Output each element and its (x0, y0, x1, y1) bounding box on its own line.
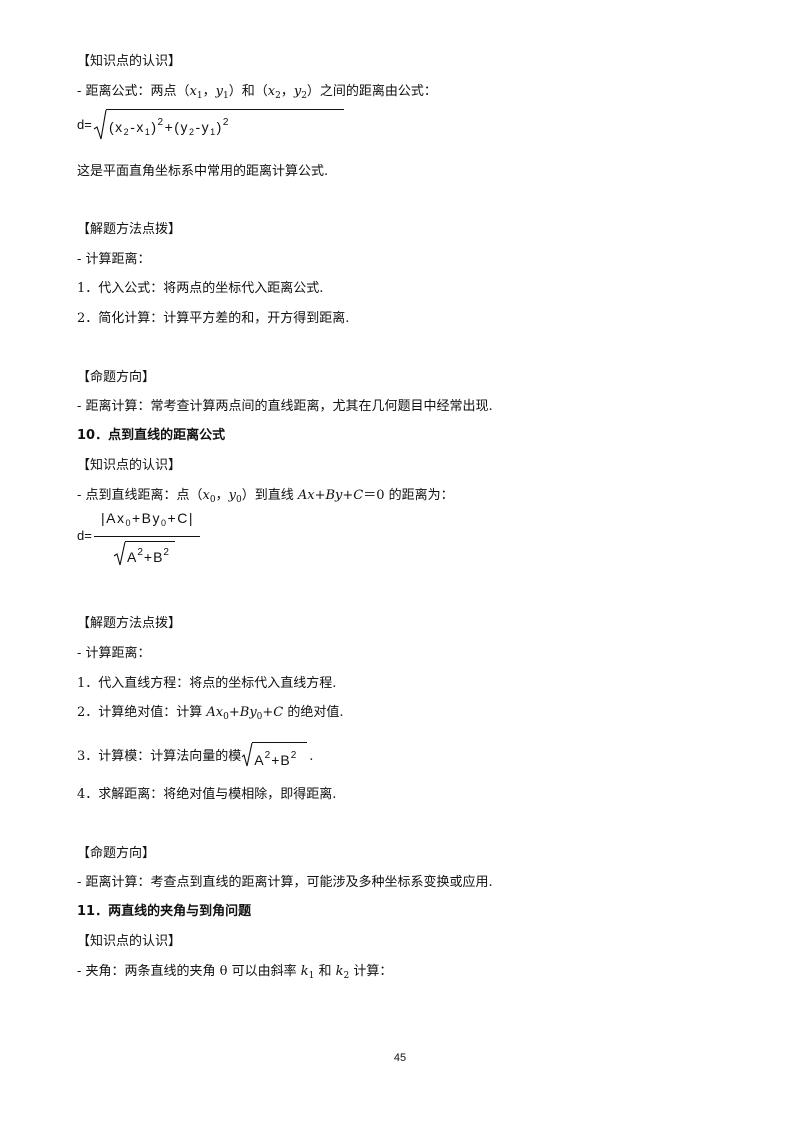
point-line-distance-intro: - 点到直线距离：点（x0，y0）到直线 Ax+By+C＝0 的距离为： (77, 488, 454, 505)
heading-method-10: 【解题方法点拨】 (77, 616, 182, 631)
distance-formula: d= (x2-x1)2+(y2-y1)2 (77, 107, 344, 141)
sqrt-overline (106, 109, 344, 110)
formula-denominator: A2+B2 (127, 547, 170, 565)
direction-text-10: - 距离计算：考查点到直线的距离计算，可能涉及多种坐标系变换或应用. (77, 875, 493, 890)
angle-intro: - 夹角：两条直线的夹角 θ 可以由斜率 k1 和 k2 计算： (77, 964, 393, 981)
calc-distance: - 计算距离： (77, 252, 151, 267)
heading-knowledge-11: 【知识点的认识】 (77, 934, 182, 949)
heading-method: 【解题方法点拨】 (77, 222, 182, 237)
calc-distance-10: - 计算距离： (77, 646, 151, 661)
step-1: 1．代入公式：将两点的坐标代入距离公式. (77, 281, 324, 296)
step-4-10: 4．求解距离：将绝对值与模相除，即得距离. (77, 787, 337, 802)
normal-magnitude-formula: A2+B2. (241, 742, 319, 770)
section-10-title: 10．点到直线的距离公式 (77, 428, 226, 443)
fraction-bar (94, 536, 200, 537)
step-2: 2．简化计算：计算平方差的和，开方得到距离. (77, 311, 350, 326)
heading-knowledge-10: 【知识点的认识】 (77, 458, 182, 473)
section-11-title: 11．两直线的夹角与到角问题 (77, 904, 252, 919)
formula-note: 这是平面直角坐标系中常用的距离计算公式. (77, 164, 329, 179)
heading-knowledge: 【知识点的认识】 (77, 54, 182, 69)
distance-formula-radicand: (x2-x1)2+(y2-y1)2 (109, 117, 230, 137)
sqrt-overline (252, 742, 308, 743)
step-1-10: 1．代入直线方程：将点的坐标代入直线方程. (77, 676, 337, 691)
sqrt-overline (125, 541, 175, 542)
distance-formula-intro: - 距离公式：两点（x1，y1）和（x2，y2）之间的距离由公式： (77, 84, 437, 101)
sqrt-sign-icon (241, 742, 253, 767)
direction-text: - 距离计算：常考查计算两点间的直线距离，尤其在几何题目中经常出现. (77, 399, 493, 414)
heading-direction-10: 【命题方向】 (77, 846, 156, 861)
formula-numerator: |Ax0+By0+C| (101, 510, 194, 528)
heading-direction: 【命题方向】 (77, 370, 156, 385)
step-2-10: 2．计算绝对值：计算 Ax0+By0+C 的绝对值. (77, 705, 344, 722)
sqrt-sign-icon (113, 541, 126, 566)
page-number: 45 (393, 1052, 407, 1064)
sqrt-sign-icon (93, 109, 107, 140)
point-line-distance-formula: d= |Ax0+By0+C| A2+B2 (77, 510, 217, 566)
